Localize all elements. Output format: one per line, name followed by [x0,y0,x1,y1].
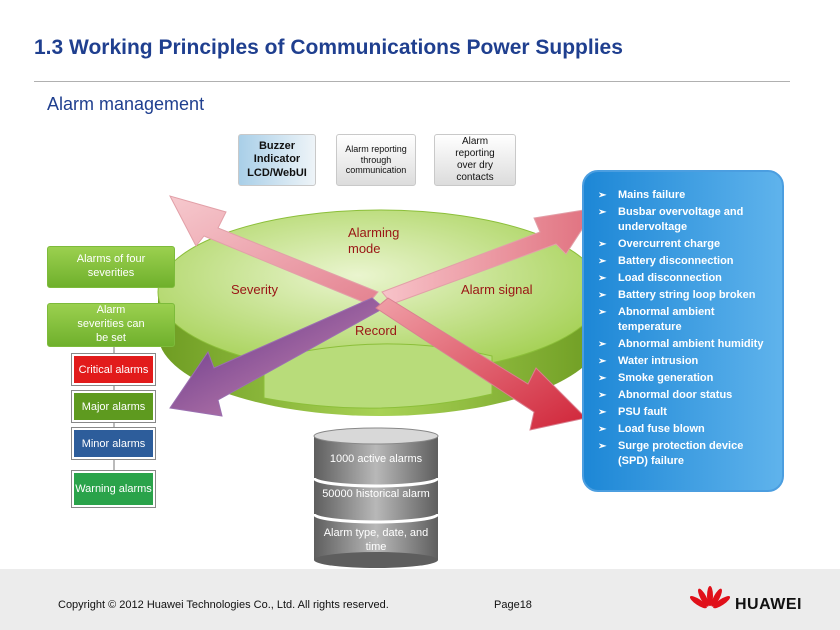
fault-item: ➢ Abnormal ambient humidity [598,337,776,352]
four-severities-box: Alarms of four severities [47,246,175,288]
huawei-brand-name: HUAWEI [735,596,802,613]
fault-item: ➢ Load disconnection [598,271,776,286]
pie-label-alarm-signal: Alarm signal [461,282,533,297]
arrow-bullet-icon: ➢ [598,307,607,318]
arrow-bullet-icon: ➢ [598,256,607,267]
fault-text: Load fuse blown [618,423,705,435]
fault-text: Battery string loop broken [618,289,756,301]
arrow-bullet-icon: ➢ [598,356,607,367]
fault-text: Surge protection device (SPD) failure [618,440,744,467]
alarm-type-line-1: Alarm type, date, and [323,527,429,539]
fault-item: ➢ Battery disconnection [598,254,776,269]
dry-contacts-line-2: reporting [455,148,495,159]
buzzer-line-2: Indicator [253,153,301,166]
critical-alarms-box: Critical alarms [72,354,155,385]
arrow-up-left [169,195,379,305]
pie-label-record: Record [355,323,397,338]
minor-alarms-box: Minor alarms [72,428,155,459]
arrow-bullet-icon: ➢ [598,339,607,350]
arrow-bullet-icon: ➢ [598,390,607,401]
arrow-bullet-icon: ➢ [598,290,607,301]
fault-item: ➢ Water intrusion [598,354,776,369]
fault-item: ➢ PSU fault [598,405,776,420]
fault-item: ➢ Mains failure [598,188,776,203]
buzzer-line-1: Buzzer [258,140,296,153]
fault-list-panel: ➢ Mains failure ➢ Busbar overvoltage and un… [582,170,784,492]
historical-alarms-label: 50000 historical alarm [322,488,430,500]
severities-set-box: Alarm severities can be set [47,303,175,347]
fault-text: Abnormal ambient temperature [618,306,715,333]
fault-item: ➢ Battery string loop broken [598,288,776,303]
dry-contacts-line-4: contacts [456,172,494,183]
dry-contacts-line-3: over dry [456,160,494,171]
major-alarms-box: Major alarms [72,391,155,422]
severities-set-line-3: be set [96,331,126,344]
database-bottom [314,552,438,568]
arrow-bullet-icon: ➢ [598,441,607,452]
fault-text: Abnormal door status [618,389,733,401]
fault-text: Mains failure [618,189,686,201]
buzzer-indicator-box: Buzzer Indicator LCD/WebUI [238,134,316,186]
active-alarms-label: 1000 active alarms [329,453,423,465]
fault-item: ➢ Overcurrent charge [598,237,776,252]
communication-line-1: Alarm reporting [345,143,407,154]
fault-item: ➢ Smoke generation [598,371,776,386]
copyright-text: Copyright © 2012 Huawei Technologies Co.… [58,599,389,611]
database-ring-2 [312,513,440,524]
communication-line-3: communication [345,165,407,176]
warning-alarms-box: Warning alarms [72,471,155,507]
fault-item: ➢ Surge protection device (SPD) failure [598,439,776,469]
arrow-bullet-icon: ➢ [598,190,607,201]
dry-contacts-line-1: Alarm [461,136,489,147]
fault-text: Load disconnection [618,272,722,284]
fault-text: Smoke generation [618,372,714,384]
arrow-bullet-icon: ➢ [598,273,607,284]
fault-text: Water intrusion [618,355,699,367]
arrow-bullet-icon: ➢ [598,424,607,435]
arrow-bullet-icon: ➢ [598,373,607,384]
database-ring-1 [312,477,440,488]
dry-contacts-box: Alarm reporting over dry contacts [434,134,516,186]
pie-label-alarming-mode: Alarming mode [348,225,399,256]
alarming-mode-line-1: Alarming [348,225,400,240]
database-top [313,427,439,445]
communication-line-2: through [360,154,392,165]
alarming-mode-line-2: mode [348,240,381,256]
severities-set-line-2: severities can [77,318,145,331]
alarm-type-line-2: time [365,540,387,553]
arrow-up-right [381,207,598,305]
fault-text: Overcurrent charge [618,238,721,250]
pie-label-severity: Severity [231,282,278,297]
footer-bar [0,569,840,630]
fault-list: ➢ Mains failure ➢ Busbar overvoltage and un… [598,188,776,469]
huawei-logo-icon [690,586,730,609]
alarm-type-label: Alarm type, date, and time [314,527,438,555]
fault-item: ➢ Abnormal ambient temperature [598,305,776,335]
arrow-bullet-icon: ➢ [598,407,607,418]
page-title: 1.3 Working Principles of Communications… [34,36,623,59]
fault-item: ➢ Load fuse blown [598,422,776,437]
four-severities-line-2: severities [87,267,135,279]
fault-item: ➢ Abnormal door status [598,388,776,403]
severities-set-line-1: Alarm [96,304,126,317]
arrow-down-right [375,297,588,431]
page-number: Page18 [494,599,532,611]
arrow-down-left [169,297,385,417]
four-severities-line-1: Alarms of four [76,253,146,266]
arrow-bullet-icon: ➢ [598,239,607,250]
pie-front-slice [263,343,493,409]
communication-reporting-box: Alarm reporting through communication [336,134,416,186]
buzzer-line-3: LCD/WebUI [247,166,307,179]
fault-item: ➢ Busbar overvoltage and undervoltage [598,205,776,235]
arrow-bullet-icon: ➢ [598,207,607,218]
fault-text: Abnormal ambient humidity [618,338,764,350]
title-divider [34,81,790,82]
fault-text: Busbar overvoltage and undervoltage [618,206,744,233]
fault-text: Battery disconnection [618,255,734,267]
database-body [314,436,438,560]
section-subtitle: Alarm management [47,94,205,114]
fault-text: PSU fault [618,406,667,418]
